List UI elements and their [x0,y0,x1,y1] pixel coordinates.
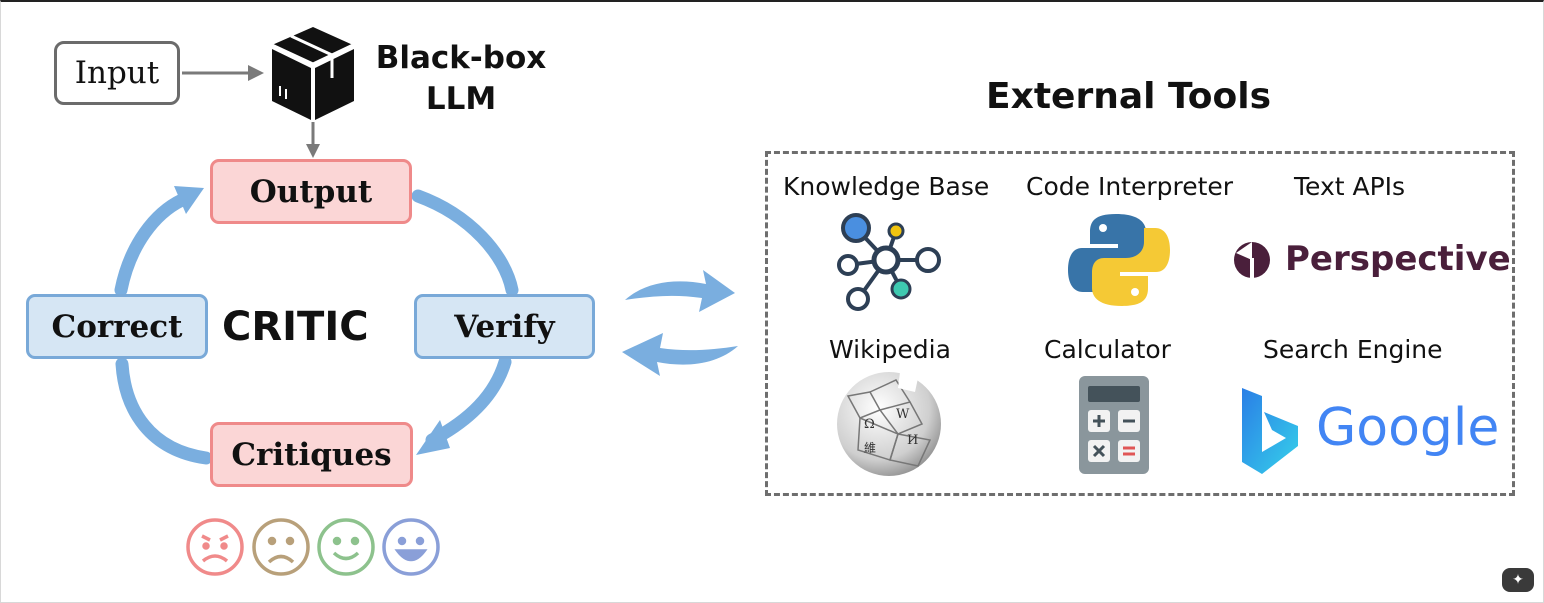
svg-text:維: 維 [864,441,876,455]
smile-face-icon [317,518,375,576]
bing-logo-icon [1242,388,1298,474]
correct-box: Correct [26,294,208,359]
tool-label-search-engine: Search Engine [1263,335,1443,364]
perspective-logo-icon [1234,242,1270,278]
distressed-face-icon [186,518,244,576]
exchange-arrows-icon [622,270,738,376]
perspective-wordmark: Perspective [1285,239,1511,279]
magic-wand-icon[interactable]: ✦ [1502,568,1534,592]
tool-label-text-apis: Text APIs [1294,172,1406,201]
verify-box: Verify [414,294,595,359]
google-wordmark: Google [1316,398,1500,458]
llm-label-line2: LLM [425,81,497,117]
critic-center-label: CRITIC [222,304,369,350]
sad-face-icon [252,518,310,576]
tool-label-code-interpreter: Code Interpreter [1026,172,1234,201]
input-box: Input [54,41,180,105]
python-logo-icon [1068,214,1170,306]
llm-label-line1: Black-box [375,40,547,76]
happy-face-icon [382,518,440,576]
input-to-llm-arrow [182,65,264,81]
wikipedia-globe-icon: Ω W И 維 [837,372,941,476]
svg-text:Ω: Ω [864,417,875,432]
external-tools-title: External Tools [986,76,1271,117]
external-tools-box [765,151,1515,496]
llm-to-output-arrow [306,122,320,158]
knowledge-graph-icon [837,213,941,311]
calculator-icon [1079,376,1149,474]
tool-label-calculator: Calculator [1044,335,1171,364]
tool-label-knowledge-base: Knowledge Base [783,172,990,201]
black-box-llm-label: Black-box LLM [366,38,556,120]
black-box-cube-icon [271,27,354,120]
svg-text:W: W [896,407,910,422]
output-box: Output [210,159,412,224]
svg-text:И: И [907,433,918,448]
tool-label-wikipedia: Wikipedia [829,335,951,364]
critiques-box: Critiques [210,422,413,487]
critic-loop-arrowheads [174,186,450,455]
